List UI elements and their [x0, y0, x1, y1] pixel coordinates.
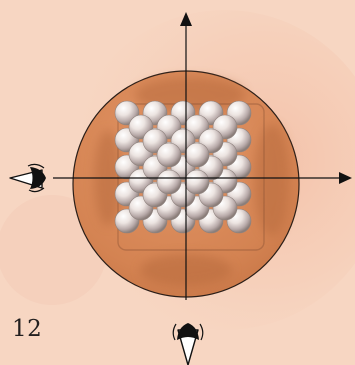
- up-arrow-icon: [180, 12, 192, 26]
- sphere-lattice: [114, 100, 252, 234]
- lattice-sphere: [156, 142, 182, 168]
- page-number: 12: [12, 316, 43, 342]
- lattice-sphere: [184, 142, 210, 168]
- axis-lines: [53, 24, 342, 300]
- lattice-sphere: [156, 169, 182, 195]
- left-eye-icon: [9, 163, 46, 193]
- lattice-sphere: [184, 169, 210, 195]
- right-arrow-icon: [339, 172, 352, 184]
- bottom-eye-icon: [172, 323, 204, 365]
